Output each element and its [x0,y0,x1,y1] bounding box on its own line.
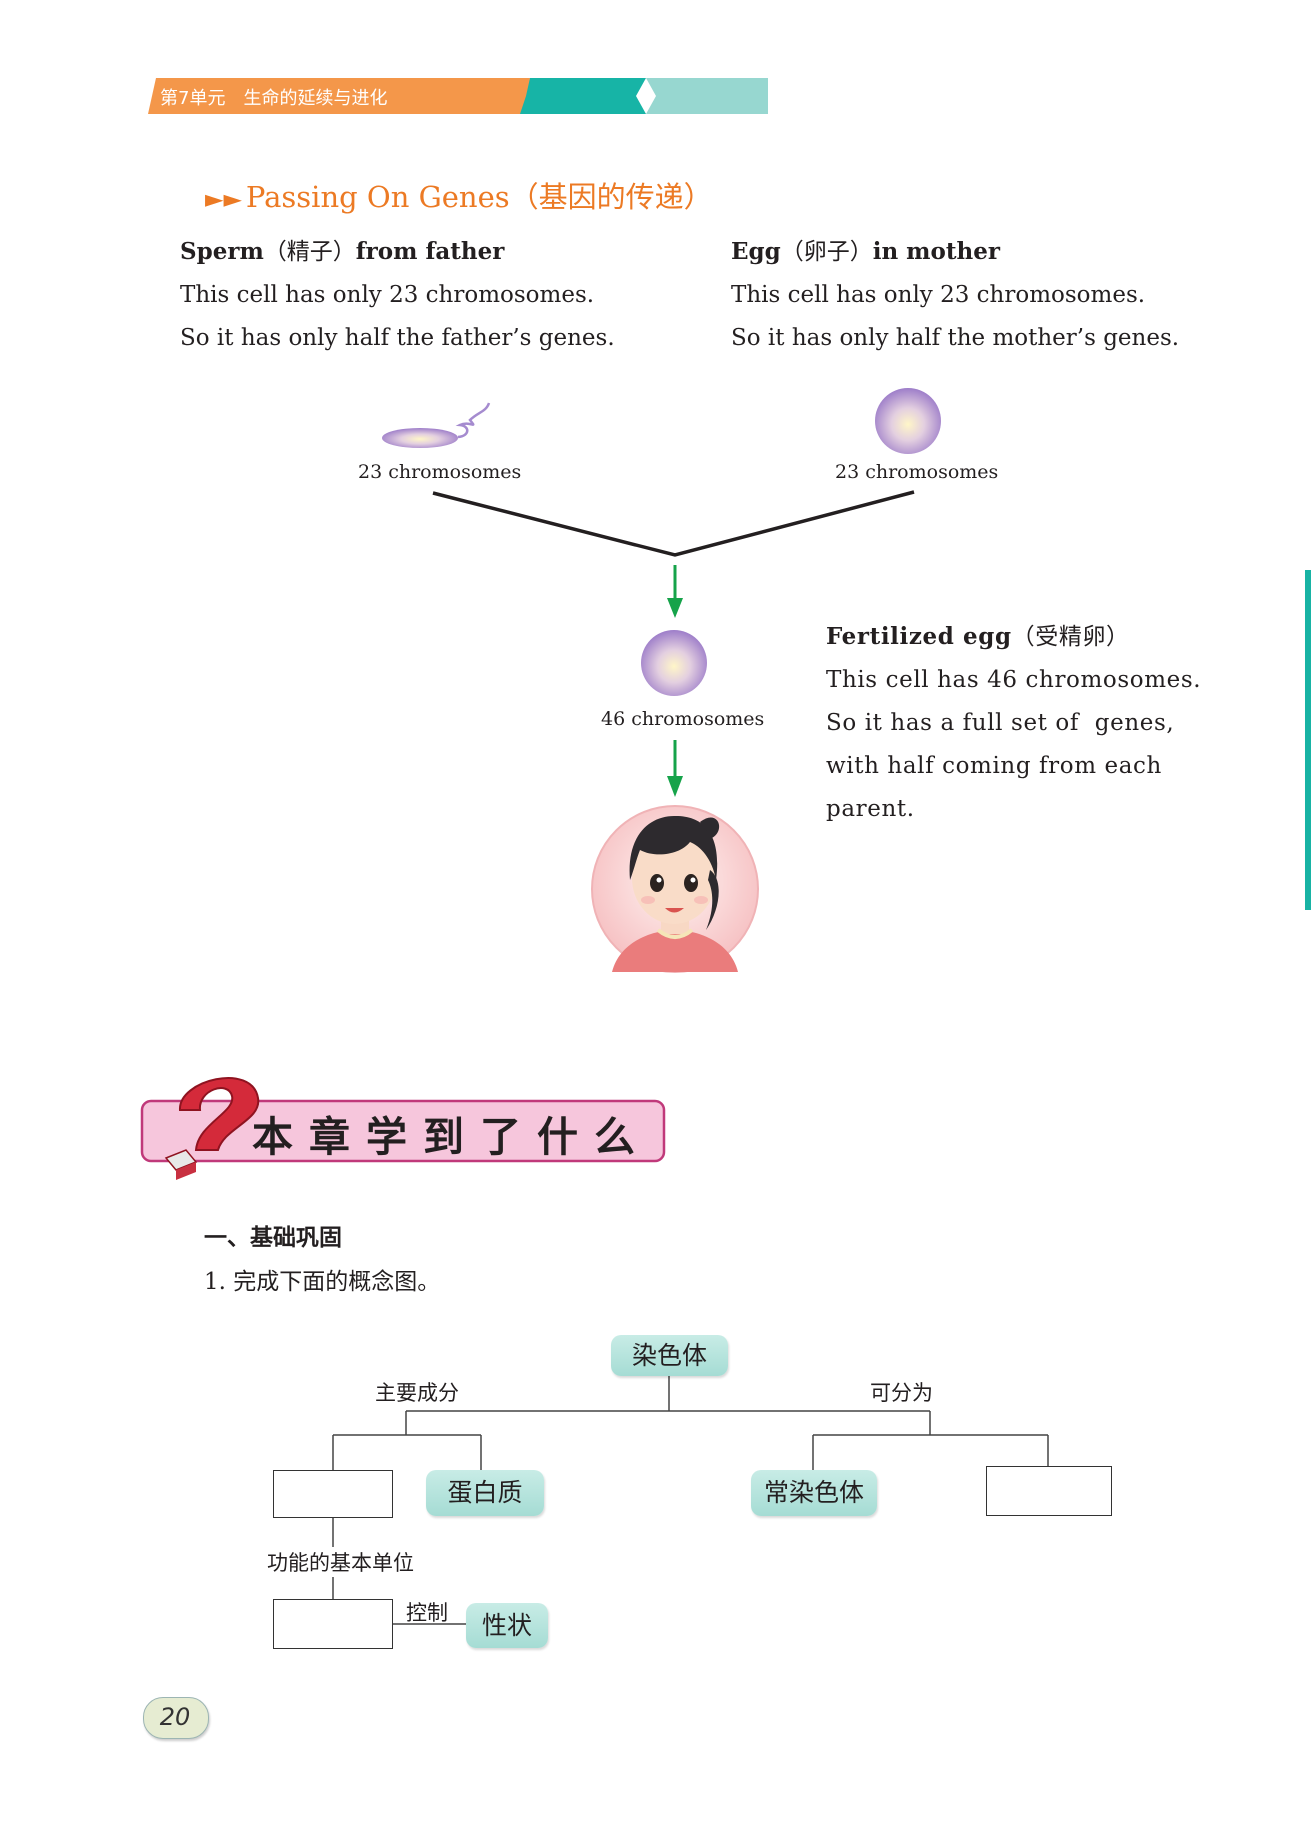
chapter-banner-label: 本章学到了什么 [252,1113,651,1161]
egg-description: Egg（卵子）in mother This cell has only 23 c… [731,230,1179,360]
exercise-heading: 一、基础巩固 [204,1225,342,1251]
page-number: 20 [159,1703,191,1731]
sperm-title-cn: （精子） [263,239,356,265]
section-heading: ►►Passing On Genes（基因的传递） [205,174,713,216]
concept-trait: 性状 [466,1603,548,1648]
fertilized-egg-icon [641,630,707,696]
edge-label-main-component: 主要成分 [375,1381,459,1405]
egg-cell-icon [875,388,941,454]
fertilized-title-cn: （受精卵） [1011,624,1130,650]
blank-box-sex-chromosome[interactable] [986,1466,1112,1516]
fertilized-egg-description: Fertilized egg（受精卵） This cell has 46 chr… [826,615,1201,831]
merge-lines [432,490,915,557]
section-heading-text: Passing On Genes（基因的传递） [245,180,713,214]
page-number-badge [143,1697,209,1739]
sperm-line-1: This cell has only 23 chromosomes. [180,282,595,308]
fertilized-line-3: with half coming from each [826,753,1162,779]
sperm-description: Sperm（精子）from father This cell has only … [180,230,615,360]
blank-box-gene[interactable] [273,1599,393,1649]
double-arrow-icon: ►► [205,185,242,213]
fertilized-line-2: So it has a full set of genes, [826,710,1175,736]
arrow-down-icon [667,740,683,797]
concept-root-chromosome: 染色体 [611,1335,728,1376]
blank-box-gene-carrier[interactable] [273,1470,393,1518]
unit-header-band [148,78,768,114]
fertilized-line-4: parent. [826,796,915,822]
fertilized-title-en: Fertilized egg [826,623,1012,650]
edge-label-control: 控制 [406,1601,448,1625]
question-mark-icon [164,1077,260,1180]
fertilized-title: Fertilized egg（受精卵） [826,615,1201,659]
fertilized-egg-chromosome-count: 46 chromosomes [601,708,765,730]
egg-title-in: in mother [872,238,1000,265]
child-portrait [591,805,759,973]
sperm-line-2: So it has only half the father’s genes. [180,325,615,351]
sperm-cell-icon [382,402,491,448]
egg-title: Egg（卵子）in mother [731,230,1179,274]
fertilized-line-1: This cell has 46 chromosomes. [826,667,1202,693]
sperm-title: Sperm（精子）from father [180,230,615,274]
sperm-title-en: Sperm [180,238,264,265]
concept-protein: 蛋白质 [426,1470,544,1516]
egg-title-en: Egg [731,238,781,265]
concept-euchromatin: 常染色体 [751,1470,877,1516]
egg-title-cn: （卵子） [780,239,873,265]
egg-line-2: So it has only half the mother’s genes. [731,325,1180,351]
edge-label-can-divide: 可分为 [870,1381,933,1405]
egg-line-1: This cell has only 23 chromosomes. [731,282,1146,308]
arrow-down-icon [667,565,683,618]
egg-chromosome-count: 23 chromosomes [835,461,999,483]
exercise-question-1: 1. 完成下面的概念图。 [204,1269,441,1295]
edge-label-basic-unit: 功能的基本单位 [267,1547,414,1577]
unit-label: 第7单元 生命的延续与进化 [160,88,388,109]
sperm-chromosome-count: 23 chromosomes [358,461,522,483]
sperm-title-from: from father [355,238,505,265]
side-tab-marker [1305,570,1311,910]
